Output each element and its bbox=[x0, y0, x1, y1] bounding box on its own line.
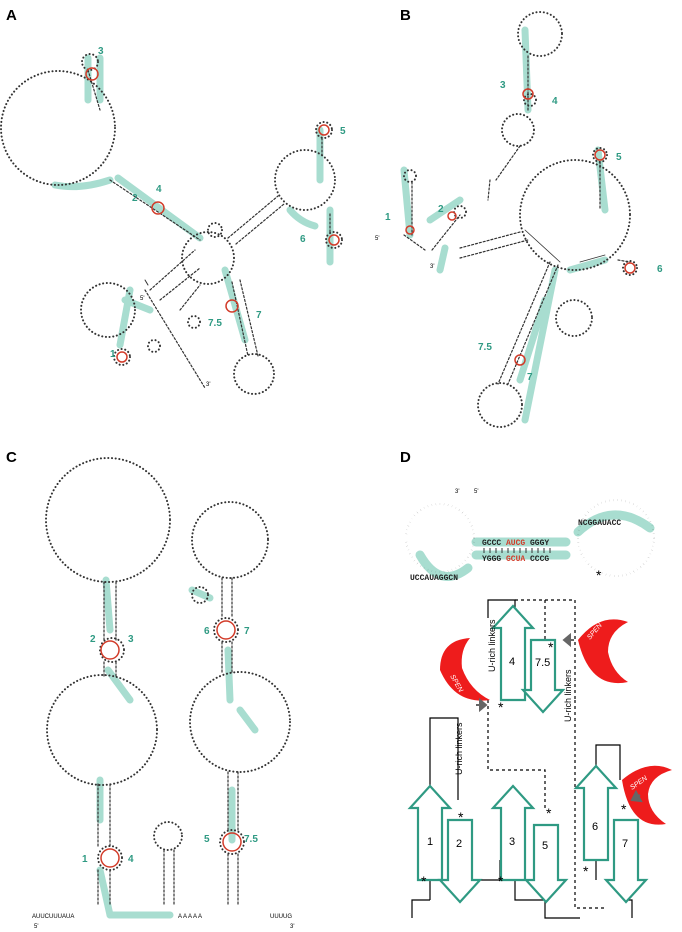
stem-label-b-3: 3 bbox=[500, 80, 506, 91]
stem-label-a-6: 6 bbox=[300, 234, 306, 245]
stem-label-a-4: 4 bbox=[156, 184, 162, 195]
panel-d-topology bbox=[407, 599, 672, 919]
star-5: * bbox=[548, 639, 554, 655]
stem-label-b-1: 1 bbox=[385, 212, 391, 223]
panel-c-three-prime: 3' bbox=[290, 924, 294, 930]
box-label-5: 5 bbox=[542, 840, 548, 852]
hairpin-5prime: 5' bbox=[474, 489, 478, 495]
star-1: * bbox=[421, 873, 427, 889]
panel-c-right-tail: A A A A A bbox=[178, 914, 202, 920]
stem-label-a-7-5: 7.5 bbox=[208, 318, 222, 329]
stem-label-c-2: 2 bbox=[90, 634, 96, 645]
hairpin-3prime: 3' bbox=[455, 489, 459, 495]
stem-label-b-7-5: 7.5 bbox=[478, 342, 492, 353]
star-3: * bbox=[498, 873, 504, 889]
star-8: * bbox=[621, 801, 627, 817]
stem-label-b-2: 2 bbox=[438, 204, 444, 215]
box-label-2: 2 bbox=[456, 838, 462, 850]
star-2: * bbox=[458, 809, 464, 825]
box-label-1: 1 bbox=[427, 836, 433, 848]
hairpin-bottom-left: YGGG bbox=[482, 555, 501, 564]
stem-label-b-7: 7 bbox=[527, 372, 533, 383]
stem-label-a-7: 7 bbox=[256, 310, 262, 321]
panel-c-left-tail: AUUCUUUAUA bbox=[32, 914, 74, 920]
stem-label-a-3: 3 bbox=[98, 46, 104, 57]
panel-letter-b: B bbox=[400, 7, 411, 24]
svg-text:5': 5' bbox=[375, 236, 379, 242]
panel-c-end-tail: UUUUG bbox=[270, 914, 292, 920]
stem-label-a-2: 2 bbox=[132, 193, 138, 204]
hairpin-top-left: GCCC bbox=[482, 539, 501, 548]
stem-label-b-5: 5 bbox=[616, 152, 622, 163]
linker-label-1: U-rich linkers bbox=[454, 722, 464, 775]
svg-text:3': 3' bbox=[430, 264, 434, 270]
stem-label-c-7: 7 bbox=[244, 626, 250, 637]
stem-label-c-7-5: 7.5 bbox=[244, 834, 258, 845]
stem-label-a-5: 5 bbox=[340, 126, 346, 137]
linker-label-2: U-rich linkers bbox=[487, 619, 497, 672]
star-7: * bbox=[583, 863, 589, 879]
box-label-7: 7 bbox=[622, 838, 628, 850]
panel-letter-a: A bbox=[6, 7, 17, 24]
panel-b-structure bbox=[400, 11, 638, 428]
box-label-6: 6 bbox=[592, 821, 598, 833]
svg-text:5': 5' bbox=[140, 296, 144, 302]
panel-c-five-prime: 5' bbox=[34, 924, 38, 930]
hairpin-top-red: AUCG bbox=[506, 539, 525, 548]
star-4: * bbox=[498, 699, 504, 715]
stem-label-c-4: 4 bbox=[128, 854, 134, 865]
svg-text:3': 3' bbox=[206, 382, 210, 388]
linker-label-3: U-rich linkers bbox=[563, 669, 573, 722]
box-label-7-5: 7.5 bbox=[535, 657, 550, 669]
panel-c-structure bbox=[45, 457, 291, 919]
stem-label-c-5: 5 bbox=[204, 834, 210, 845]
box-label-3: 3 bbox=[509, 836, 515, 848]
panel-letter-c: C bbox=[6, 449, 17, 466]
hairpin-top-right: GGGY bbox=[530, 539, 549, 548]
stem-label-c-6: 6 bbox=[204, 626, 210, 637]
star-6: * bbox=[546, 805, 552, 821]
hairpin-left-loop: UCCAUAGGCN bbox=[410, 574, 458, 583]
hairpin-bottom-right: CCCG bbox=[530, 555, 549, 564]
stem-label-c-1: 1 bbox=[82, 854, 88, 865]
hairpin-right-loop: NCGGAUACC bbox=[578, 519, 621, 528]
box-label-4: 4 bbox=[509, 656, 515, 668]
panel-a-structure bbox=[0, 53, 343, 395]
panel-d-hairpin: 3' 5' GCCC AUCG GGGY YGGG GCUA CCCG NCGG… bbox=[405, 489, 655, 583]
stem-label-a-1: 1 bbox=[110, 349, 116, 360]
stem-label-b-4: 4 bbox=[552, 96, 558, 107]
hairpin-star: * bbox=[596, 567, 602, 583]
stem-label-b-6: 6 bbox=[657, 264, 663, 275]
hairpin-bottom-red: GCUA bbox=[506, 555, 525, 564]
stem-label-c-3: 3 bbox=[128, 634, 134, 645]
panel-letter-d: D bbox=[400, 449, 411, 466]
